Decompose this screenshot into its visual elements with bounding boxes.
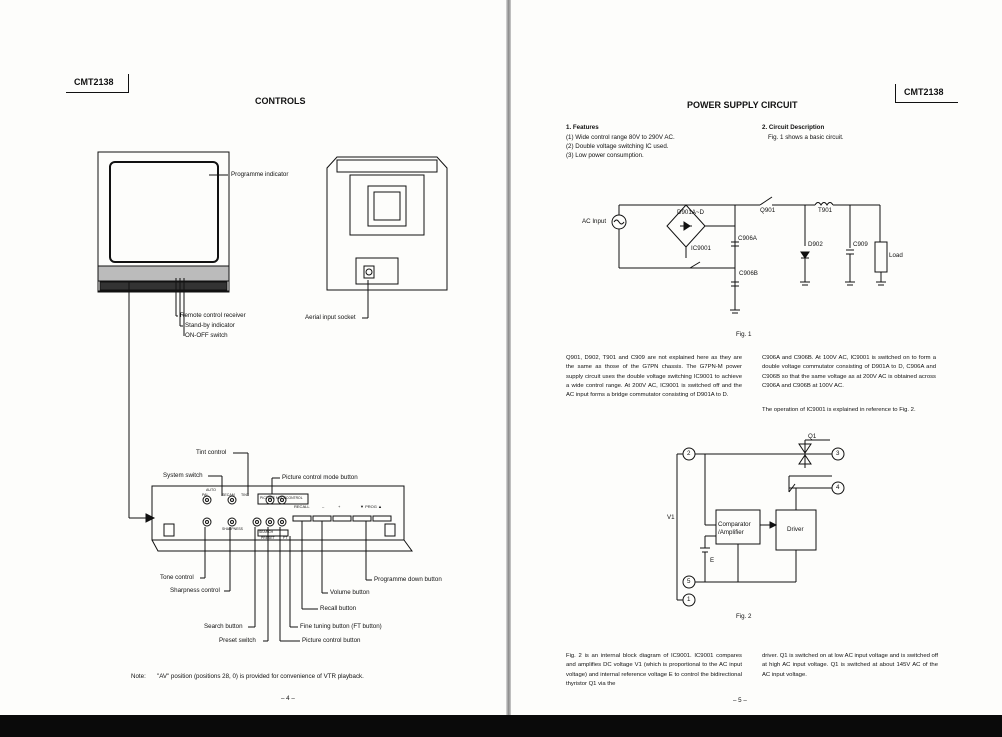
label-fine-tuning-button: Fine tuning button (FT button) bbox=[300, 623, 382, 630]
label-programme-down-button: Programme down button bbox=[374, 576, 442, 583]
mark-picture-mode: PICTURE MODE bbox=[260, 496, 286, 500]
fig2-node-4: 4 bbox=[836, 484, 840, 491]
mark-recall: RECALL bbox=[294, 504, 310, 509]
fig1-t901: T901 bbox=[818, 207, 833, 214]
tv-front-cabinet bbox=[97, 151, 230, 293]
label-on-off-switch: ON-OFF switch bbox=[185, 332, 228, 339]
label-sharpness-control: Sharpness control bbox=[170, 587, 220, 594]
mark-ft: FT bbox=[283, 536, 288, 540]
scan-bottom-edge bbox=[0, 715, 1002, 737]
bottom-para-left: Fig. 2 is an internal block diagram of I… bbox=[566, 653, 742, 687]
fig2-caption: Fig. 2 bbox=[736, 613, 752, 620]
circuit-intro: Fig. 1 shows a basic circuit. bbox=[768, 134, 844, 141]
binding-gutter bbox=[506, 0, 511, 737]
mark-sharpness: SHARPNESS bbox=[222, 527, 243, 531]
label-volume-button: Volume button bbox=[330, 589, 370, 596]
fig2-q1: Q1 bbox=[808, 433, 817, 440]
mark-tint: TINT bbox=[241, 493, 249, 497]
fig1-ac-input: AC Input bbox=[582, 218, 607, 225]
label-preset-switch: Preset switch bbox=[219, 637, 256, 644]
right-page-title: POWER SUPPLY CIRCUIT bbox=[687, 100, 798, 110]
feature-2: (2) Double voltage switching IC used. bbox=[566, 143, 669, 150]
para-right-2: The operation of IC9001 is explained in … bbox=[762, 407, 916, 413]
mark-pal: PAL bbox=[202, 493, 209, 497]
tv-screen bbox=[109, 161, 219, 263]
left-model-underline bbox=[66, 92, 128, 93]
label-programme-indicator: Programme indicator bbox=[231, 171, 289, 178]
note-label: Note: bbox=[131, 673, 146, 680]
label-recall-button: Recall button bbox=[320, 605, 357, 612]
right-model-divider bbox=[895, 84, 896, 103]
left-model-number: CMT2138 bbox=[74, 77, 114, 87]
mark-auto: AUTO bbox=[206, 488, 216, 492]
label-picture-control-button: Picture control button bbox=[302, 637, 361, 644]
mark-minus: – bbox=[322, 504, 325, 509]
control-panel-frame bbox=[151, 485, 405, 541]
circuit-heading: 2. Circuit Description bbox=[762, 124, 825, 131]
label-system-switch: System switch bbox=[163, 472, 203, 479]
fig2-node-2: 2 bbox=[687, 450, 691, 457]
fig1-caption: Fig. 1 bbox=[736, 331, 752, 338]
label-tint-control: Tint control bbox=[196, 449, 227, 456]
mark-plus: + bbox=[338, 504, 341, 509]
tv-control-strip bbox=[97, 265, 230, 282]
bottom-para-right: driver. Q1 is switched on at low AC inpu… bbox=[762, 653, 938, 678]
para-left: Q901, D902, T901 and C909 are not explai… bbox=[566, 355, 742, 399]
fig2-v1: V1 bbox=[667, 514, 675, 521]
fig1-ic9001: IC9001 bbox=[691, 245, 711, 252]
fig1-c906b: C906B bbox=[739, 270, 758, 277]
fig2-driver: Driver bbox=[787, 526, 804, 533]
label-standby-indicator: Stand-by indicator bbox=[185, 322, 235, 329]
label-aerial-input-socket: Aerial input socket bbox=[305, 314, 356, 321]
feature-3: (3) Low power consumption. bbox=[566, 152, 644, 159]
mark-search: SEARCH bbox=[259, 530, 274, 534]
fig1-d902: D902 bbox=[808, 241, 823, 248]
tv-rear-cabinet bbox=[326, 156, 448, 291]
tv-base-strip bbox=[99, 281, 228, 291]
label-tone-control: Tone control bbox=[160, 574, 194, 581]
features-heading: 1. Features bbox=[566, 124, 599, 131]
fig2-node-3: 3 bbox=[836, 450, 840, 457]
left-model-divider bbox=[128, 74, 129, 93]
label-remote-control-receiver: Remote control receiver bbox=[180, 312, 246, 319]
label-search-button: Search button bbox=[204, 623, 243, 630]
label-picture-control-mode-button: Picture control mode button bbox=[282, 474, 358, 481]
right-model-number: CMT2138 bbox=[904, 87, 944, 97]
fig1-c909: C909 bbox=[853, 241, 868, 248]
para-right: C906A and C906B. At 100V AC, IC9001 is s… bbox=[762, 355, 936, 389]
mark-preset: PRESET bbox=[261, 536, 275, 540]
mark-secam: SECAM bbox=[222, 493, 235, 497]
mark-prog: ▼ PROG ▲ bbox=[360, 504, 382, 509]
fig1-c906a: C906A bbox=[738, 235, 757, 242]
fig2-node-1: 1 bbox=[687, 596, 691, 603]
fig1-load: Load bbox=[889, 252, 903, 259]
mark-control: CONTROL bbox=[286, 496, 303, 500]
fig2-e: E bbox=[710, 557, 715, 564]
fig1-d901: D901A~D bbox=[677, 209, 705, 216]
left-page-title: CONTROLS bbox=[255, 96, 306, 106]
right-model-underline bbox=[896, 102, 958, 103]
note-text: "AV" position (positions 28, 0) is provi… bbox=[157, 673, 364, 680]
fig2-comparator: Comparator /Amplifier bbox=[718, 521, 751, 536]
fig2-node-5: 5 bbox=[687, 578, 691, 585]
right-page-number: – 5 – bbox=[733, 697, 747, 704]
feature-1: (1) Wide control range 80V to 290V AC. bbox=[566, 134, 675, 141]
left-page-number: – 4 – bbox=[281, 695, 295, 702]
fig1-q901: Q901 bbox=[760, 207, 776, 214]
